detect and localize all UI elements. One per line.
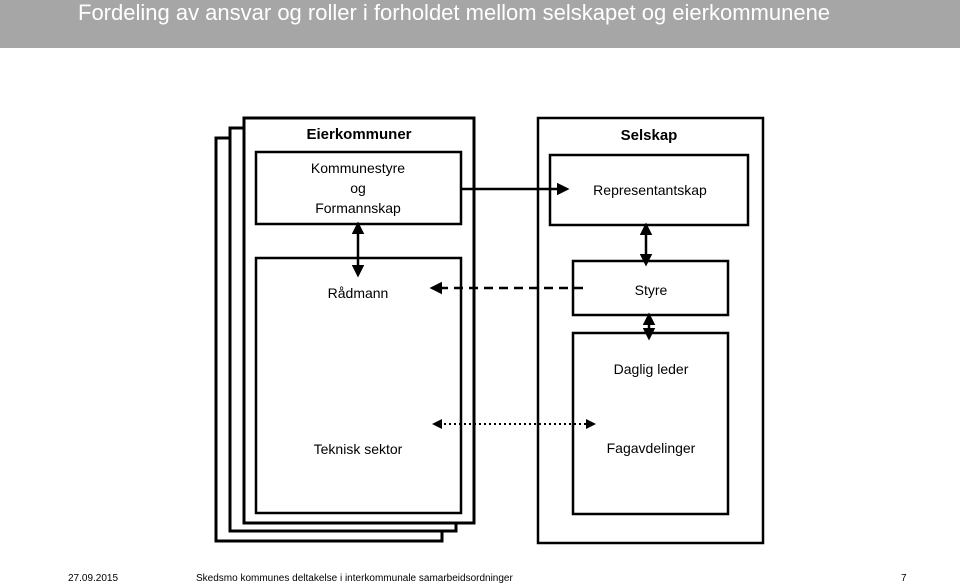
departments-label: Fagavdelinger xyxy=(607,440,696,456)
page-number: 7 xyxy=(901,573,907,584)
municipal-admin-box xyxy=(254,256,463,515)
slide-title: Fordeling av ansvar og roller i forholde… xyxy=(78,0,831,25)
owner-group-title: Eierkommuner xyxy=(306,126,411,143)
technical-sector-label: Teknisk sektor xyxy=(314,441,403,457)
footer-date: 27.09.2015 xyxy=(68,573,119,584)
rep-council-label: Representantskap xyxy=(593,182,707,198)
ceo-label: Daglig leder xyxy=(614,361,689,377)
council-label-line2: og xyxy=(350,180,366,196)
board-label: Styre xyxy=(635,282,668,298)
title-bar: Fordeling av ansvar og roller i forholde… xyxy=(0,0,960,48)
council-label-line3: Formannskap xyxy=(315,200,401,216)
company-group-title: Selskap xyxy=(621,127,678,144)
board-box xyxy=(571,259,730,317)
footer-title: Skedsmo kommunes deltakelse i interkommu… xyxy=(196,573,513,584)
council-label-line1: Kommunestyre xyxy=(311,160,405,176)
org-diagram: Eierkommuner Kommunestyre og Formannskap… xyxy=(214,116,765,545)
chief-executive-label: Rådmann xyxy=(328,285,389,301)
